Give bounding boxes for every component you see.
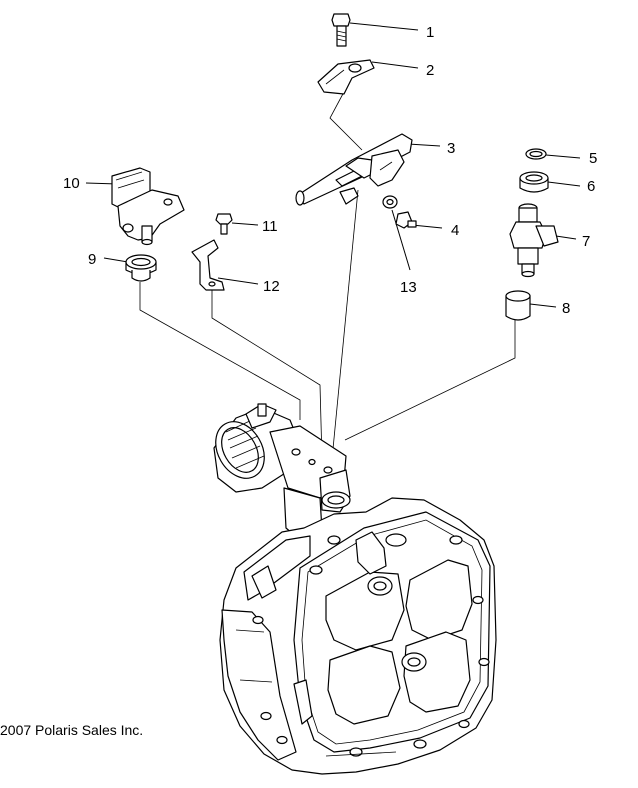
throttle-body: [213, 403, 351, 541]
assembly-lines: [139, 89, 516, 481]
cylinder-head: [219, 497, 497, 775]
callout-label-6: 6: [587, 178, 595, 195]
callout-label-1: 1: [426, 24, 434, 41]
o-ring-part-5: [525, 148, 547, 160]
fuel-rail-part-3: [295, 133, 413, 206]
callout-label-5: 5: [589, 150, 597, 167]
washer-part-13: [382, 195, 398, 209]
sensor-part-10: [111, 167, 185, 246]
callout-label-2: 2: [426, 62, 434, 79]
screw-part-4: [395, 211, 417, 229]
callout-labels: 1 2 3 4 5 6 7 8 9 10 11 12 13: [63, 24, 597, 317]
callout-label-11: 11: [262, 218, 278, 235]
callout-label-4: 4: [451, 222, 459, 239]
injector-part-7: [509, 203, 559, 278]
callout-label-10: 10: [63, 175, 80, 192]
bracket-part-12: [191, 239, 225, 291]
spacer-part-8: [505, 290, 531, 321]
callout-label-13: 13: [400, 279, 417, 296]
callout-label-3: 3: [447, 140, 455, 157]
callout-label-8: 8: [562, 300, 570, 317]
callout-label-9: 9: [88, 251, 96, 268]
leader-lines: [85, 22, 581, 308]
bolt-part-1: [331, 13, 351, 47]
grommet-part-9: [125, 254, 157, 282]
copyright-notice: 2007 Polaris Sales Inc.: [0, 722, 144, 738]
grommet-part-6: [519, 171, 549, 193]
bracket-part-2: [317, 59, 375, 95]
callout-label-7: 7: [582, 233, 590, 250]
callout-label-12: 12: [263, 278, 280, 295]
screw-part-11: [215, 213, 233, 235]
